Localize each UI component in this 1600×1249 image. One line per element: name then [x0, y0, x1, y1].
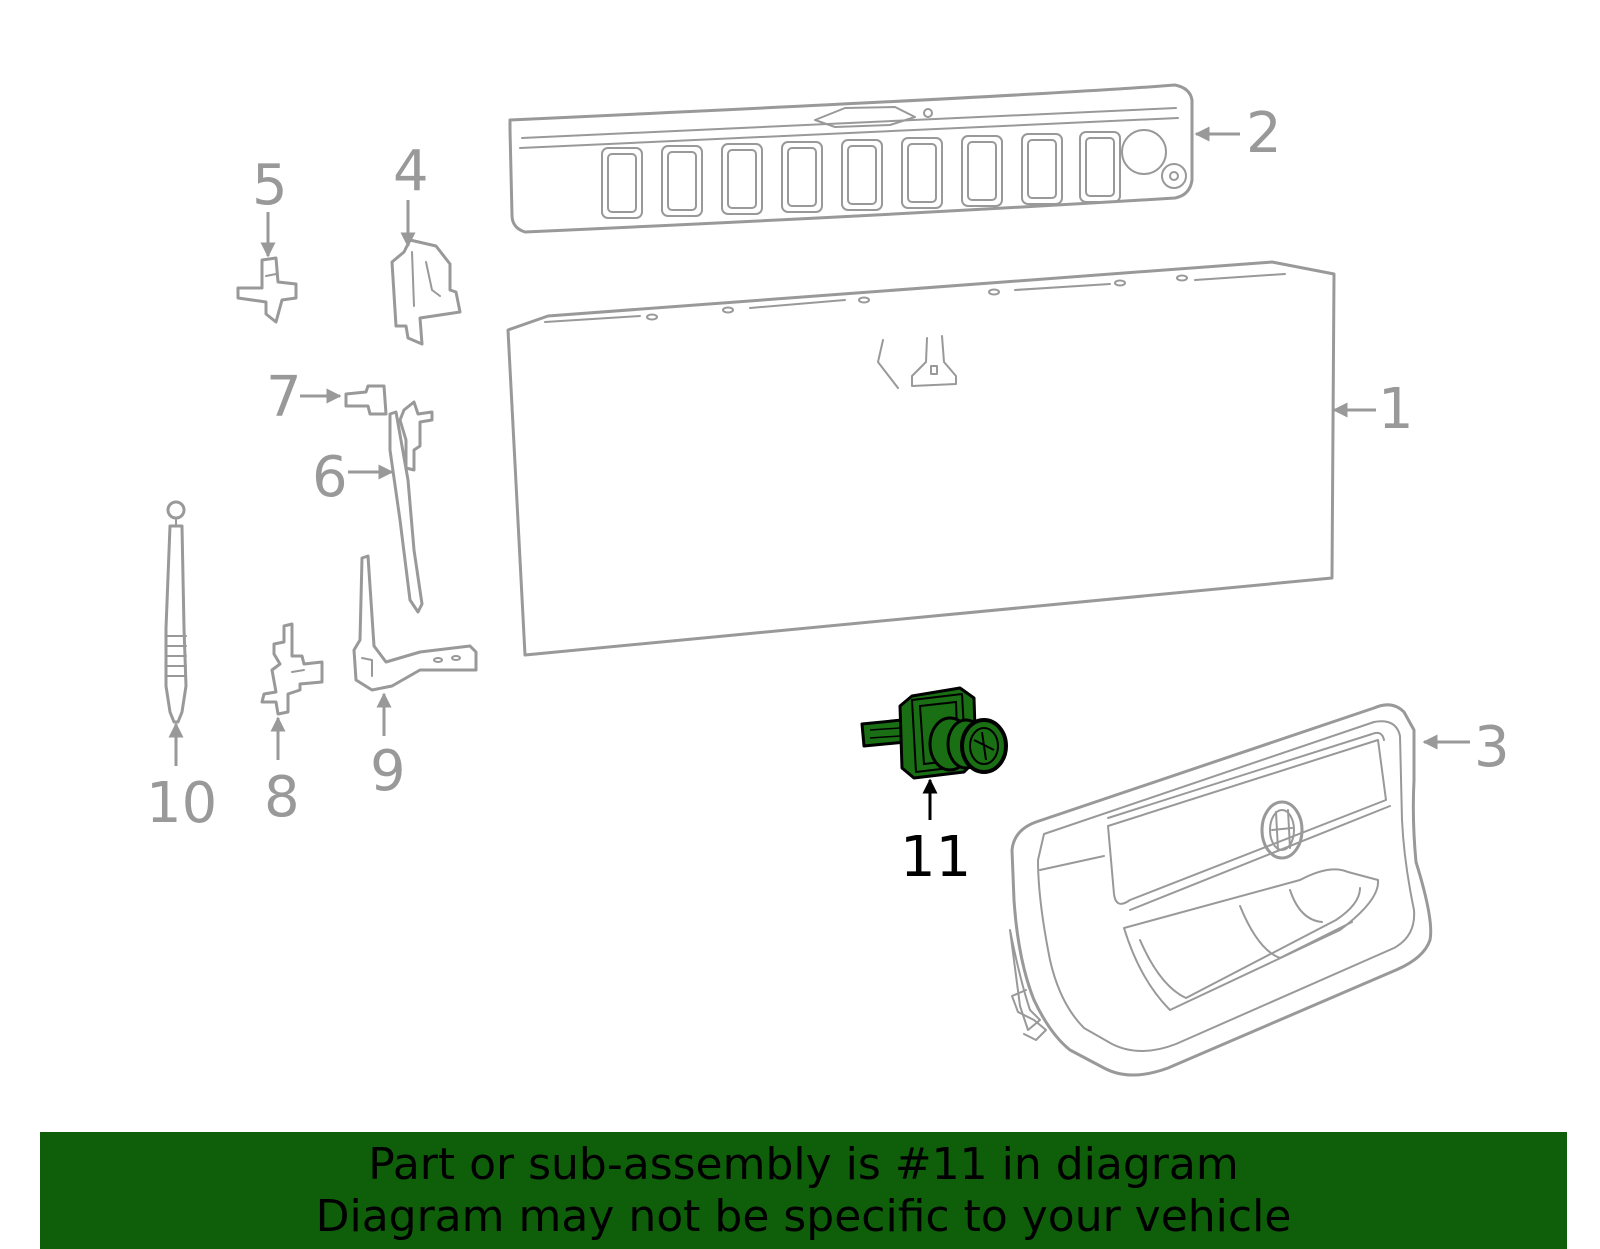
part-9-bracket [352, 554, 478, 692]
part-6-rod [388, 400, 434, 614]
callout-4: 4 [393, 139, 429, 204]
callout-9: 9 [370, 739, 406, 804]
banner-line-2: Diagram may not be specific to your vehi… [315, 1190, 1292, 1242]
callout-6: 6 [312, 445, 348, 510]
callout-10: 10 [146, 771, 217, 836]
callout-7: 7 [266, 365, 302, 430]
part-7-fastener [344, 384, 388, 416]
part-4-latch [390, 238, 462, 346]
part-2-tailgate-cap [508, 83, 1194, 234]
callout-1: 1 [1378, 377, 1414, 442]
callout-3: 3 [1474, 715, 1510, 780]
part-8-hinge [260, 622, 324, 716]
banner-line-1: Part or sub-assembly is #11 in diagram [368, 1138, 1239, 1190]
callout-11: 11 [900, 825, 971, 890]
callout-8: 8 [264, 765, 300, 830]
info-banner: Part or sub-assembly is #11 in diagram D… [40, 1132, 1567, 1249]
part-1-tailgate-panel [506, 260, 1336, 657]
part-5-clip [236, 256, 298, 324]
part-10-strut [164, 500, 188, 724]
callout-2: 2 [1246, 101, 1282, 166]
part-3-handle-bezel [1009, 703, 1433, 1077]
part-11-camera [860, 686, 1008, 780]
callout-5: 5 [252, 153, 288, 218]
